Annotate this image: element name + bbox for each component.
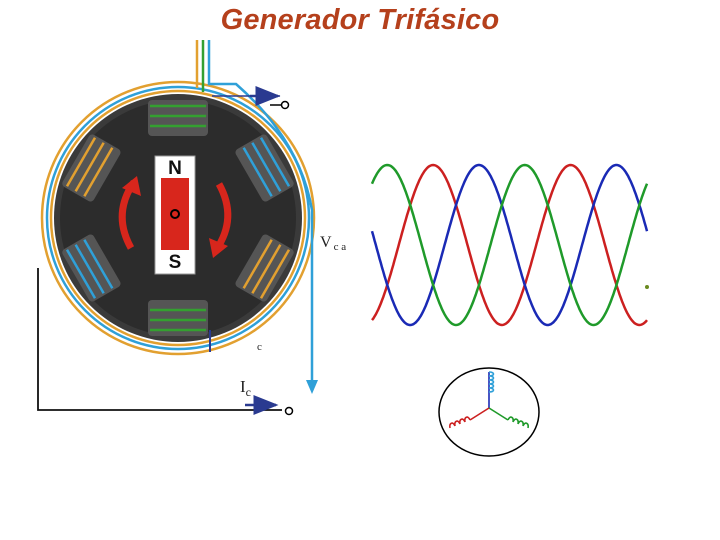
rotor-magnet: N S [154,155,196,275]
rotor-shaft [170,209,180,219]
coil-wire-bundles [40,80,316,356]
waveform-end-dot [645,285,649,289]
stator-poles [62,100,294,336]
phase-wave-1 [371,163,648,327]
wye-coil-icon [438,367,540,457]
pole-bottom [148,300,208,336]
output-leads-bottom [37,268,282,411]
phase-wave-2 [370,163,649,327]
pole-bottom-right [235,234,294,302]
rotor-south-label: S [169,252,182,273]
current-arrow-icon [306,380,318,394]
pole-bottom-left [62,234,121,302]
rotation-arrow-head-icon [122,176,141,196]
pole-top [148,100,208,136]
pole-top-right [235,134,294,202]
ic-label: Ic [240,377,251,399]
terminal-icon [280,100,290,110]
rotor-north-label: N [168,158,182,179]
c-label: c [257,341,262,353]
page-title: Generador Trifásico [220,4,500,36]
rotation-arrow-head-icon [209,238,228,258]
phase-wave-3 [370,163,649,327]
three-phase-waveforms [370,163,649,327]
pole-top-left [62,134,121,202]
terminal-icon [284,406,294,416]
rotor-core [161,178,189,250]
